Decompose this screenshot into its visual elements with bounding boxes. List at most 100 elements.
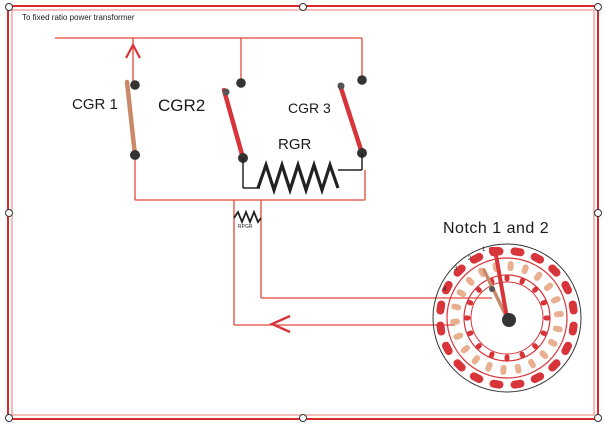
handle-bottom-center[interactable] <box>299 414 307 422</box>
dial-outer-segment <box>568 300 578 315</box>
dial-outer-ring <box>432 243 582 393</box>
dial-outer-segment <box>561 341 573 356</box>
cgr1-arrow <box>125 42 141 59</box>
notch-dial <box>432 243 582 393</box>
dial-mid-segment <box>550 296 561 304</box>
dial-outer-segment <box>510 379 525 389</box>
dial-inner-segment <box>532 343 539 350</box>
dial-mid-segment <box>500 364 507 375</box>
dial-outer-segment <box>530 252 545 264</box>
notch-number-2: 2 <box>468 256 472 262</box>
dial-mid-segment <box>528 358 536 369</box>
cgr3-label: CGR 3 <box>288 100 331 116</box>
dial-mid-segment <box>552 325 563 333</box>
dial-inner-segment <box>475 343 482 350</box>
dial-inner-segment <box>543 315 551 321</box>
return-arrow <box>269 314 291 334</box>
rpgr-label: RPGR <box>238 224 253 230</box>
dial-arm-red <box>494 253 509 320</box>
dial-inner-segment <box>540 330 548 337</box>
handle-top-left[interactable] <box>5 3 13 11</box>
dial-mid-segment <box>547 338 558 347</box>
notch-number-1: 1 <box>482 247 486 253</box>
dial-outer-segment <box>441 280 453 295</box>
dial-ring-2 <box>446 257 568 379</box>
cgr3-pivot <box>337 82 345 90</box>
dial-outer-segments <box>436 247 578 389</box>
cgr1-label: CGR 1 <box>72 96 118 113</box>
dial-outer-segment <box>561 280 573 295</box>
dial-outer-segment <box>568 321 578 336</box>
dial-ring-3 <box>463 274 551 362</box>
dial-mid-segment <box>450 318 461 325</box>
cgr2-pivot <box>222 88 230 96</box>
dial-inner-segment <box>475 286 482 293</box>
dial-mid-segment <box>465 276 475 286</box>
dial-mid-segment <box>451 303 462 311</box>
cgr1-bottom-contact <box>130 150 140 160</box>
dial-outer-segment <box>441 341 453 356</box>
notch-number-3: 3 <box>454 266 458 272</box>
dial-mid-segment <box>456 289 467 298</box>
dial-top-contact <box>489 247 501 254</box>
cgr1-top-contact <box>130 80 140 90</box>
dial-mid-segment <box>553 311 564 318</box>
dial-mid-segment <box>453 332 464 340</box>
dial-inner-segment <box>463 315 471 321</box>
handle-top-center[interactable] <box>299 3 307 11</box>
dial-outer-segment <box>510 247 525 257</box>
cgr3-top-contact <box>357 75 367 85</box>
dial-mid-segment <box>521 264 529 275</box>
dial-arm-joint <box>489 286 495 292</box>
dial-outer-segment <box>453 359 466 372</box>
cgr2-arm <box>221 87 246 161</box>
dial-outer-segment <box>453 264 466 277</box>
dial-inner-segment <box>540 299 548 306</box>
handle-bottom-left[interactable] <box>5 414 13 422</box>
dial-mid-segment <box>507 261 514 272</box>
cgr2-top-contact <box>236 78 246 88</box>
dial-outer-segment <box>469 372 484 384</box>
dial-inner-segment <box>488 351 495 359</box>
dial-mid-segment <box>485 361 493 372</box>
dial-mid-segment <box>460 344 470 354</box>
dial-inner-segment <box>519 277 526 285</box>
dial-outer-segment <box>489 379 504 389</box>
rgr-zigzag <box>256 159 340 196</box>
diagram-title: To fixed ratio power transformer <box>22 13 135 22</box>
dial-inner-segment <box>504 354 510 362</box>
handle-top-right[interactable] <box>594 3 602 11</box>
dial-hub <box>502 313 516 327</box>
dial-mid-segment <box>533 271 543 281</box>
dial-ring-4 <box>470 281 544 355</box>
dial-outer-segment <box>548 359 561 372</box>
dial-outer-segment <box>469 252 484 264</box>
dial-outer-segment <box>436 300 446 315</box>
dial-mid-segment <box>471 355 481 365</box>
handle-middle-right[interactable] <box>594 209 602 217</box>
rpgr-zigzag <box>233 209 262 225</box>
cgr1-arm <box>124 79 138 158</box>
dial-outer-segment <box>436 321 446 336</box>
cgr3-arm <box>337 82 365 156</box>
dial-inner-segment <box>466 299 474 306</box>
notch-number-4: 4 <box>443 287 447 293</box>
notch-label: Notch 1 and 2 <box>443 220 550 237</box>
dial-inner-segment <box>532 286 539 293</box>
dial-mid-segment <box>544 282 554 292</box>
dial-inner-segment <box>519 351 526 359</box>
dial-mid-segment <box>539 350 549 360</box>
dial-mid-segment <box>514 363 522 374</box>
rgr-label: RGR <box>278 136 312 153</box>
handle-middle-left[interactable] <box>5 209 13 217</box>
handle-bottom-right[interactable] <box>594 414 602 422</box>
dial-mid-segments <box>450 261 564 375</box>
dial-inner-segment <box>466 330 474 337</box>
dial-outer-segment <box>548 264 561 277</box>
dial-inner-segment <box>504 274 510 282</box>
dial-arm-light <box>482 268 509 320</box>
cgr2-label: CGR2 <box>158 96 206 115</box>
dial-outer-segment <box>530 372 545 384</box>
